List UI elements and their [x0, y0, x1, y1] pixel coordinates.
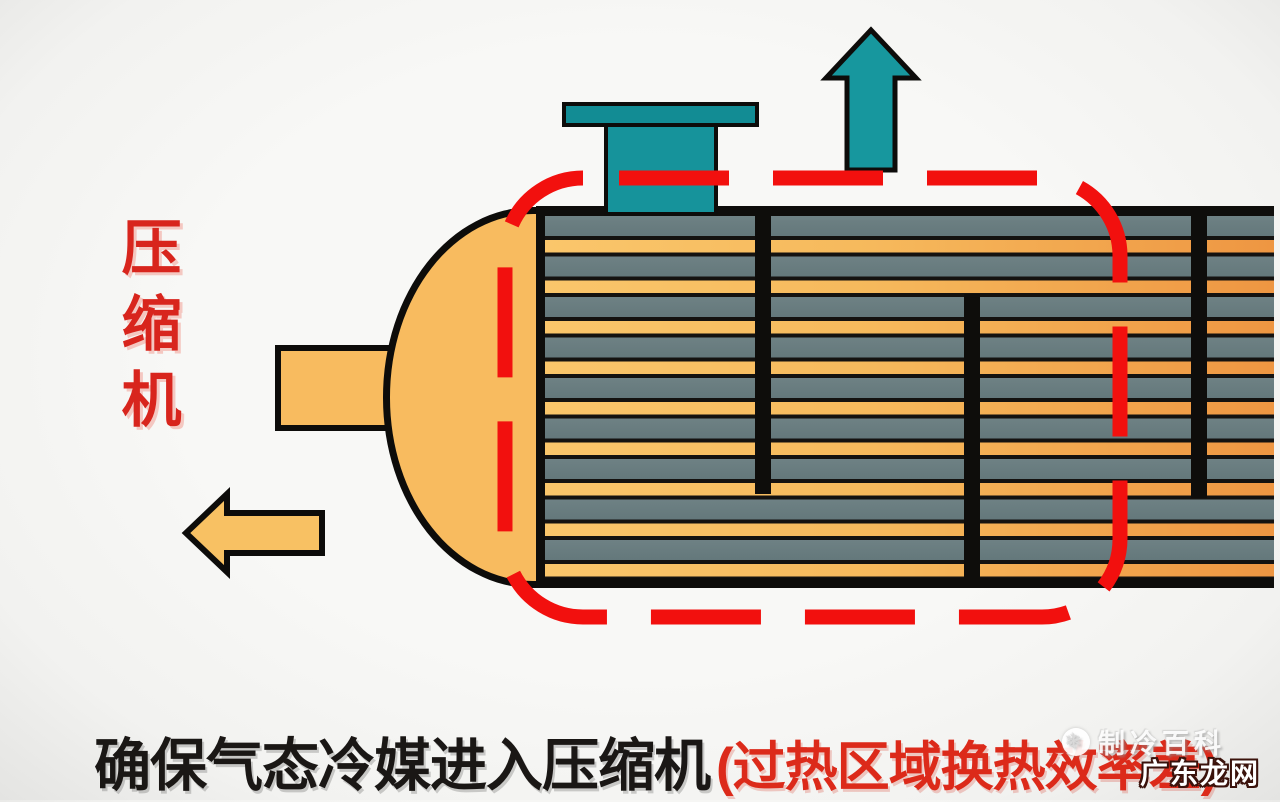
baffle-plate-2 — [964, 294, 980, 588]
baffle-plate-3 — [1191, 206, 1207, 498]
snowflake-logo-icon: ❄ — [1062, 727, 1090, 756]
baffle-plate-1 — [755, 206, 771, 494]
compressor-label: 压缩机 — [113, 216, 180, 444]
caption-main-text: 确保气态冷媒进入压缩机 — [94, 734, 711, 798]
left-arrow-icon — [181, 487, 325, 579]
outlet-flange-stem — [604, 124, 718, 216]
watermark-brand-text: 制冷百科 — [1098, 729, 1226, 759]
tube-bundle — [536, 206, 1274, 588]
caption: 确保气态冷媒进入压缩机(过热区域换热效率差) — [94, 720, 1274, 802]
watermark-site: 广东龙网 — [1140, 758, 1261, 789]
vessel-dome-head — [383, 207, 544, 588]
watermark-brand: ❄ 制冷百科 — [1062, 722, 1226, 761]
outlet-flange-plate — [562, 102, 759, 127]
suction-pipe-stub — [275, 345, 400, 431]
up-arrow-icon — [820, 26, 922, 173]
caption-note-text: (过热区域换热效率差) — [716, 738, 1218, 797]
